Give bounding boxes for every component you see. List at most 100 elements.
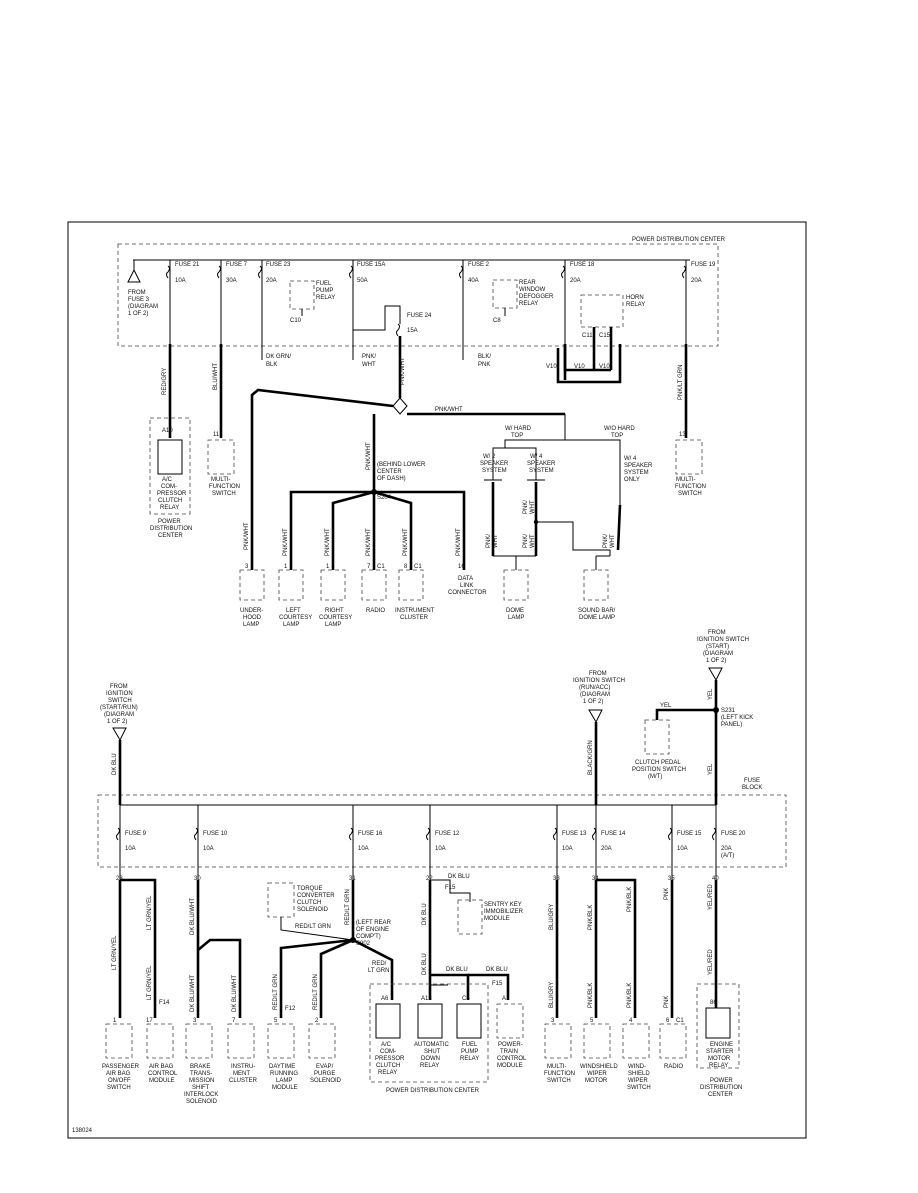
- svg-text:PNK/WHT: PNK/WHT: [435, 407, 463, 413]
- svg-text:WHT: WHT: [610, 534, 616, 548]
- svg-text:SWITCH: SWITCH: [678, 491, 702, 497]
- svg-text:MOTOR: MOTOR: [585, 1078, 608, 1084]
- svg-text:86: 86: [710, 1000, 717, 1006]
- svg-text:CONNECTOR: CONNECTOR: [448, 590, 487, 596]
- svg-text:(RUN/ACC): (RUN/ACC): [579, 685, 610, 691]
- svg-text:MODULE: MODULE: [497, 1063, 523, 1069]
- svg-text:W/ HARD: W/ HARD: [505, 426, 532, 432]
- svg-text:A6: A6: [381, 996, 389, 1002]
- svg-text:CENTER: CENTER: [158, 533, 183, 539]
- svg-text:31: 31: [349, 876, 356, 882]
- svg-text:3: 3: [245, 564, 249, 570]
- svg-text:RED/LT GRN: RED/LT GRN: [345, 889, 351, 925]
- svg-text:SWITCH: SWITCH: [212, 491, 236, 497]
- svg-text:CONVERTER: CONVERTER: [297, 893, 335, 899]
- svg-text:V10: V10: [574, 364, 585, 370]
- fuse-15a-rating: 50A: [357, 278, 368, 284]
- svg-text:DOME LAMP: DOME LAMP: [579, 615, 615, 621]
- svg-text:ON/OFF: ON/OFF: [108, 1078, 131, 1084]
- svg-text:PNK/WHT: PNK/WHT: [283, 528, 289, 556]
- upper-component-row: PNK/WHT 3 UNDER- HOOD LAMP PNK/WHT 1 LEF…: [239, 522, 616, 628]
- svg-text:SYSTEM: SYSTEM: [624, 470, 649, 476]
- svg-text:IGNITION SWITCH: IGNITION SWITCH: [573, 678, 625, 684]
- svg-text:SOUND BAR/: SOUND BAR/: [578, 608, 616, 614]
- fuse-20-circuit: 40 YEL/RED YEL/RED 86 ENGINE STARTER MOT…: [696, 876, 742, 1098]
- svg-text:11: 11: [213, 432, 220, 438]
- svg-text:PASSENGER: PASSENGER: [102, 1064, 140, 1070]
- svg-text:10A: 10A: [203, 846, 214, 852]
- svg-text:A1: A1: [502, 996, 510, 1002]
- svg-text:PNK/: PNK/: [523, 500, 529, 514]
- svg-text:PNK/: PNK/: [362, 354, 376, 360]
- svg-text:DISTRIBUTION: DISTRIBUTION: [150, 526, 192, 532]
- svg-text:DK BLU/WHT: DK BLU/WHT: [232, 975, 238, 1012]
- svg-text:CONTROL: CONTROL: [497, 1056, 527, 1062]
- fuse-15a-label: FUSE 15A: [357, 262, 385, 268]
- fuse-7-label: FUSE 7: [226, 262, 248, 268]
- svg-text:7: 7: [232, 1018, 236, 1024]
- svg-text:CLUSTER: CLUSTER: [400, 615, 429, 621]
- svg-text:2: 2: [315, 1018, 319, 1024]
- svg-text:RED/LT GRN: RED/LT GRN: [273, 974, 279, 1010]
- svg-text:PNK/: PNK/: [523, 534, 529, 548]
- svg-text:BRAKE: BRAKE: [190, 1064, 210, 1070]
- svg-text:LAMP: LAMP: [283, 622, 299, 628]
- svg-text:13: 13: [679, 432, 686, 438]
- svg-text:23: 23: [116, 876, 123, 882]
- svg-text:WHT: WHT: [530, 534, 536, 548]
- sound-bar-dome-lamp: SOUND BAR/ DOME LAMP: [578, 569, 616, 621]
- svg-text:UNDER-: UNDER-: [240, 608, 263, 614]
- svg-text:MISSION: MISSION: [189, 1078, 214, 1084]
- svg-text:REAR: REAR: [519, 280, 536, 286]
- svg-text:FROM: FROM: [708, 630, 726, 636]
- svg-text:ONLY: ONLY: [624, 477, 640, 483]
- radio-upper: PNK/WHT 7 C1 RADIO: [361, 528, 387, 614]
- fuse-24-branch: FUSE 24 15A PNK/WHT: [352, 305, 432, 398]
- svg-text:RELAY: RELAY: [160, 505, 179, 511]
- svg-text:PNK: PNK: [478, 362, 490, 368]
- svg-text:PUMP: PUMP: [316, 288, 333, 294]
- lower-fuse-row: FUSE 9 10A FUSE 10 10A FUSE 16 10A FUSE …: [116, 805, 746, 880]
- svg-text:DOME: DOME: [506, 608, 524, 614]
- svg-text:1 OF 2): 1 OF 2): [107, 719, 127, 725]
- svg-text:4: 4: [629, 1018, 633, 1024]
- svg-text:RADIO: RADIO: [664, 1064, 683, 1070]
- svg-text:PNK/BLK: PNK/BLK: [627, 983, 633, 1008]
- svg-text:16: 16: [458, 564, 465, 570]
- svg-text:INSTRU-: INSTRU-: [231, 1064, 255, 1070]
- svg-text:3: 3: [193, 1018, 197, 1024]
- pnk-wht-distribution: PNK/WHT PNK/WHT (BEHIND LOWER CENTER OF …: [250, 388, 566, 570]
- fuse-15-circuit: 35 PNK PNK 6 C1 RADIO: [659, 876, 687, 1070]
- svg-text:INSTRUMENT: INSTRUMENT: [395, 608, 435, 614]
- svg-text:AIR BAG: AIR BAG: [149, 1064, 174, 1070]
- svg-text:SPEAKER: SPEAKER: [480, 461, 509, 467]
- fuse-19-rating: 20A: [691, 278, 702, 284]
- svg-text:S231: S231: [721, 708, 736, 714]
- fuse-block-box: [97, 794, 787, 868]
- svg-text:10A: 10A: [358, 846, 369, 852]
- svg-text:PRESSOR: PRESSOR: [375, 1056, 405, 1062]
- svg-text:MODULE: MODULE: [484, 916, 510, 922]
- svg-text:MODULE: MODULE: [149, 1078, 175, 1084]
- horn-relay: HORN RELAY C11 C15 V10 V10 V10: [546, 294, 645, 384]
- svg-text:COURTESY: COURTESY: [279, 615, 312, 621]
- svg-text:CLUTCH: CLUTCH: [297, 900, 321, 906]
- fuse-23-rating: 20A: [266, 278, 277, 284]
- svg-text:SPEAKER: SPEAKER: [624, 463, 653, 469]
- svg-text:1 OF 2): 1 OF 2): [128, 311, 148, 317]
- svg-text:STARTER: STARTER: [706, 1049, 734, 1055]
- svg-text:COURTESY: COURTESY: [319, 615, 352, 621]
- svg-text:RELAY: RELAY: [709, 1063, 728, 1069]
- svg-text:F15: F15: [445, 885, 456, 891]
- svg-text:FUSE: FUSE: [744, 778, 760, 784]
- svg-text:V10: V10: [546, 364, 557, 370]
- svg-text:POSITION SWITCH: POSITION SWITCH: [632, 767, 686, 773]
- svg-text:A13: A13: [421, 996, 432, 1002]
- svg-text:DK BLU: DK BLU: [422, 903, 428, 925]
- svg-text:LT GRN/YEL: LT GRN/YEL: [147, 965, 153, 1000]
- svg-text:33: 33: [553, 876, 560, 882]
- svg-text:FUEL: FUEL: [316, 281, 332, 287]
- svg-text:LINK: LINK: [460, 583, 473, 589]
- svg-text:EVAP/: EVAP/: [316, 1064, 334, 1070]
- svg-text:PNK: PNK: [664, 888, 670, 900]
